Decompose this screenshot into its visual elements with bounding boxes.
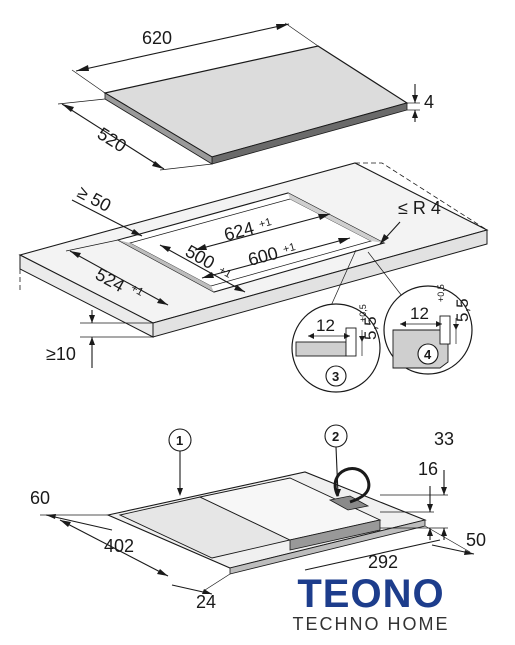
dim-292 [304, 539, 441, 571]
outer-width-dimension [194, 213, 331, 251]
thickness-4-dimension [407, 84, 420, 122]
detail-4-height-label: 5,5 [453, 298, 472, 322]
inner-depth-tol: +1 [217, 264, 234, 281]
inner-width-tol: +1 [282, 241, 297, 256]
detail-3 [291, 303, 381, 393]
dim-402-label: 402 [104, 536, 134, 556]
detail-4-number: 4 [424, 347, 432, 362]
depth-520-dimension [57, 98, 213, 171]
callout-1-number: 1 [176, 433, 183, 448]
dim-50 [424, 525, 475, 555]
dim-50-label: 50 [466, 530, 486, 550]
outer-depth-dimension [65, 239, 169, 306]
watermark-brand: TEONO [297, 572, 445, 616]
dim-60 [40, 514, 113, 531]
width-620-dimension [71, 22, 319, 94]
dim-33-label: 33 [434, 429, 454, 449]
min-front-dimension [71, 199, 143, 237]
worktop-thickness-dimension [80, 310, 153, 368]
callout-1 [168, 428, 192, 496]
hob-underside [106, 467, 427, 575]
dim-33 [380, 470, 448, 540]
detail-3-height-tol: +0,5 [358, 304, 368, 322]
watermark-logo: TEONO TECHNO HOME [276, 574, 466, 636]
outer-depth-tol: +1 [129, 282, 146, 299]
detail-3-leader [329, 249, 357, 309]
detail-4-leader [367, 251, 403, 297]
dim-16 [380, 486, 434, 540]
dim-402 [59, 519, 169, 577]
dim-24-label: 24 [196, 592, 216, 612]
detail-3-height-label: 5,5 [361, 316, 380, 340]
inner-depth-dimension [159, 244, 246, 293]
thickness-4-label: 4 [424, 92, 434, 112]
width-620-label: 620 [142, 28, 172, 48]
dim-24 [171, 573, 231, 595]
radius-label: ≤ R 4 [398, 198, 441, 218]
radius-leader [379, 221, 401, 245]
dim-292-label: 292 [368, 552, 398, 572]
detail-4 [383, 285, 473, 375]
detail-3-width-label: 12 [316, 316, 335, 335]
watermark-tagline: TECHNO HOME [292, 614, 450, 634]
worktop-thickness-label: ≥10 [46, 344, 76, 364]
outer-width-tol: +1 [258, 216, 273, 231]
dim-60-label: 60 [30, 488, 50, 508]
hob-panel [103, 45, 409, 165]
detail-4-width-label: 12 [410, 304, 429, 323]
min-front-label: ≥ 50 [74, 182, 114, 216]
dim-16-label: 16 [418, 459, 438, 479]
callout-2-number: 2 [332, 429, 339, 444]
callout-2 [324, 424, 348, 497]
detail-4-height-tol: +0,5 [436, 284, 446, 302]
detail-3-number: 3 [332, 369, 339, 384]
